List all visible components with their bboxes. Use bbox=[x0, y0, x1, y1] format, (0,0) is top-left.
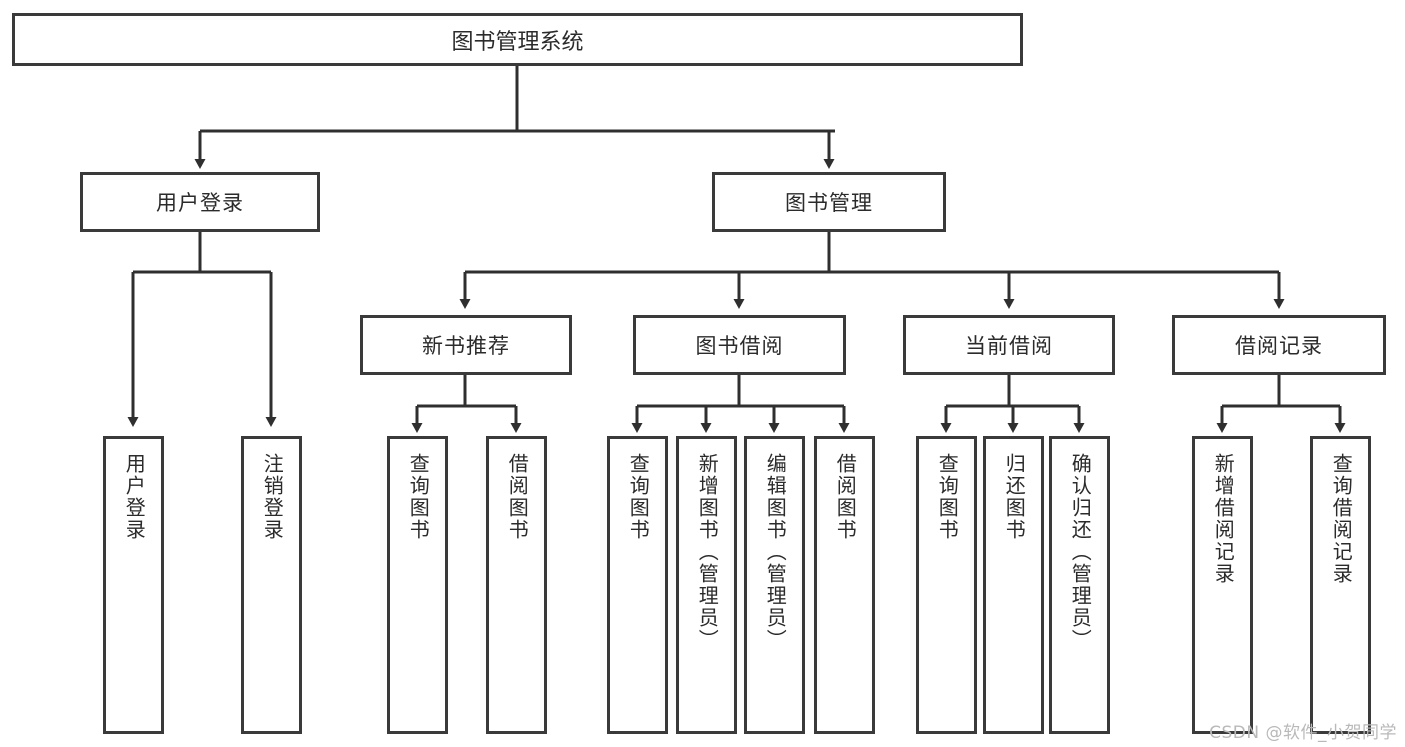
node-user-login[interactable]: 用户登录 bbox=[80, 172, 320, 232]
node-new-book-recommend[interactable]: 新书推荐 bbox=[360, 315, 572, 375]
node-borrow-record[interactable]: 借阅记录 bbox=[1172, 315, 1386, 375]
leaf-borrow-book[interactable]: 借阅图书 bbox=[814, 436, 875, 734]
node-root-system[interactable]: 图书管理系统 bbox=[12, 13, 1023, 66]
leaf-borrow-book-recommend[interactable]: 借阅图书 bbox=[486, 436, 547, 734]
leaf-label: 借阅图书 bbox=[833, 453, 858, 541]
node-label: 图书管理系统 bbox=[451, 29, 584, 55]
node-book-management[interactable]: 图书管理 bbox=[712, 172, 946, 232]
leaf-label: 注销登录 bbox=[260, 453, 285, 541]
leaf-label: 借阅图书 bbox=[505, 453, 530, 541]
leaf-query-book-current[interactable]: 查询图书 bbox=[916, 436, 977, 734]
leaf-label: 查询图书 bbox=[406, 453, 431, 541]
leaf-label: 用户登录 bbox=[122, 453, 147, 541]
leaf-query-book-recommend[interactable]: 查询图书 bbox=[387, 436, 448, 734]
leaf-label: 查询图书 bbox=[935, 453, 960, 541]
node-label: 图书借阅 bbox=[695, 334, 784, 358]
node-book-borrow[interactable]: 图书借阅 bbox=[633, 315, 846, 375]
leaf-label: 确认归还（管理员） bbox=[1068, 453, 1093, 651]
leaf-query-book-borrow[interactable]: 查询图书 bbox=[607, 436, 668, 734]
node-label: 当前借阅 bbox=[965, 334, 1053, 358]
node-label: 图书管理 bbox=[785, 191, 873, 215]
leaf-logout-login[interactable]: 注销登录 bbox=[241, 436, 302, 734]
leaf-return-book[interactable]: 归还图书 bbox=[983, 436, 1044, 734]
leaf-label: 归还图书 bbox=[1002, 453, 1027, 541]
watermark: CSDN @软件_小贺同学 bbox=[1209, 723, 1397, 743]
leaf-add-book-admin[interactable]: 新增图书（管理员） bbox=[676, 436, 737, 734]
leaf-label: 编辑图书（管理员） bbox=[763, 453, 788, 651]
leaf-label: 新增图书（管理员） bbox=[695, 453, 720, 651]
node-label: 用户登录 bbox=[156, 191, 244, 215]
node-label: 新书推荐 bbox=[422, 334, 510, 358]
node-label: 借阅记录 bbox=[1235, 334, 1323, 358]
leaf-label: 新增借阅记录 bbox=[1211, 453, 1236, 585]
leaf-user-login[interactable]: 用户登录 bbox=[103, 436, 164, 734]
leaf-confirm-return-admin[interactable]: 确认归还（管理员） bbox=[1049, 436, 1110, 734]
node-current-borrow[interactable]: 当前借阅 bbox=[903, 315, 1115, 375]
leaf-query-borrow-record[interactable]: 查询借阅记录 bbox=[1310, 436, 1371, 734]
leaf-label: 查询图书 bbox=[626, 453, 651, 541]
leaf-edit-book-admin[interactable]: 编辑图书（管理员） bbox=[744, 436, 805, 734]
leaf-label: 查询借阅记录 bbox=[1329, 453, 1354, 585]
leaf-add-borrow-record[interactable]: 新增借阅记录 bbox=[1192, 436, 1253, 734]
